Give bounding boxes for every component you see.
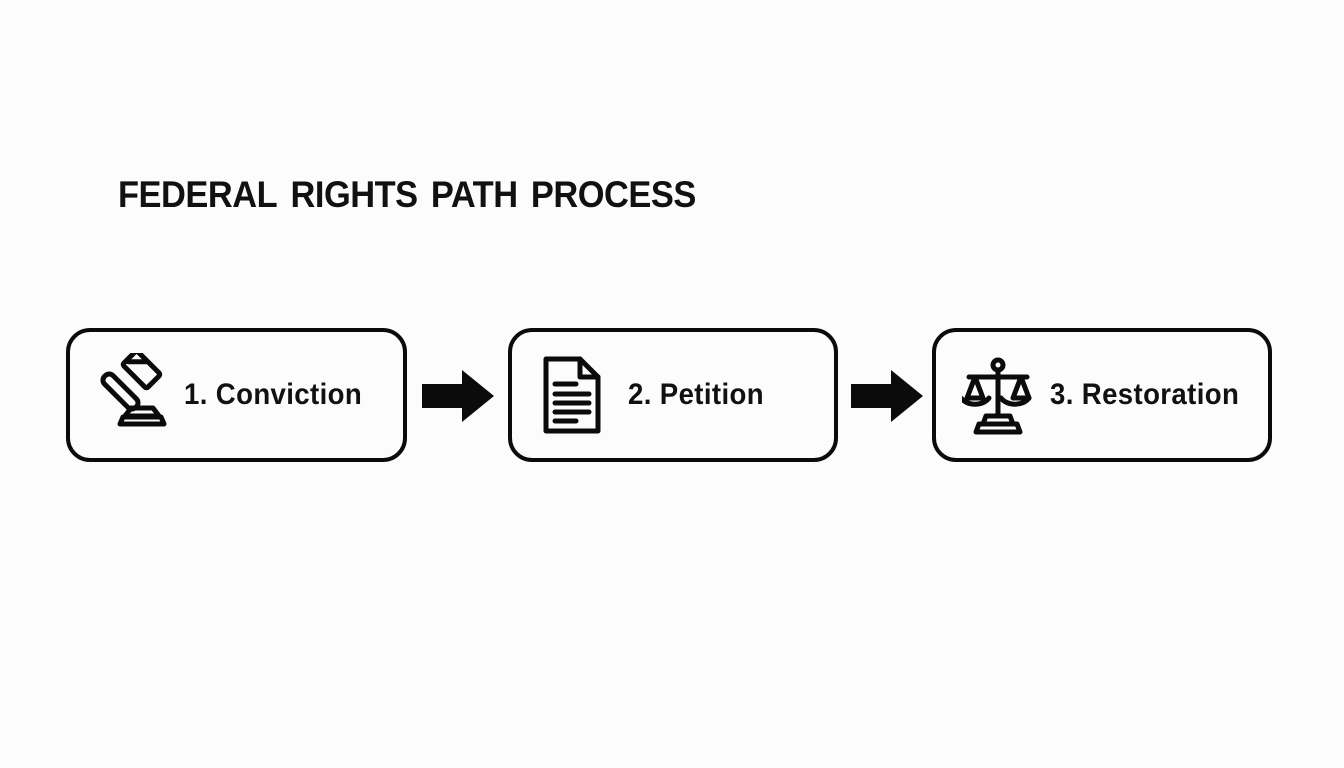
process-step-label: 2. Petition [628,378,764,411]
process-step-petition[interactable]: 2. Petition [508,328,838,462]
process-step-label: 3. Restoration [1050,378,1240,411]
arrow-right-icon [422,368,494,424]
page-title: Federal Rights Path Process [118,160,696,219]
process-step-restoration[interactable]: 3. Restoration [932,328,1272,462]
scales-of-justice-icon [958,353,1034,437]
process-flow: 1. Conviction [0,328,1344,468]
gavel-icon [96,348,170,437]
process-step-conviction[interactable]: 1. Conviction [66,328,407,462]
process-step-label: 1. Conviction [184,378,363,411]
arrow-right-icon [851,368,923,424]
document-icon [538,353,606,437]
